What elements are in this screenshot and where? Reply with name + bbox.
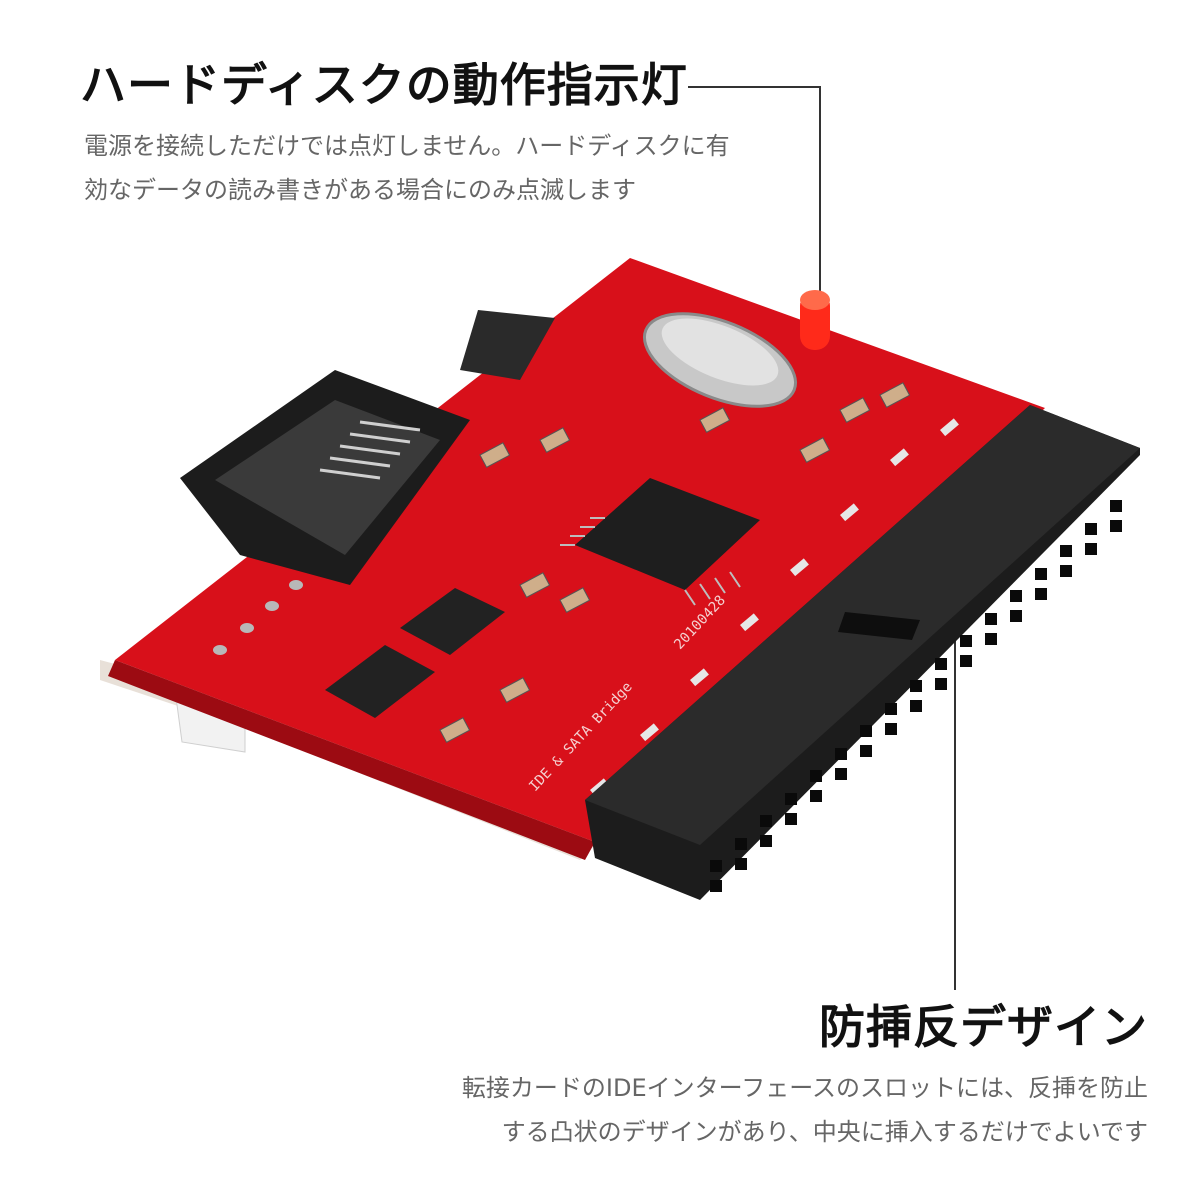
voltage-regulator-2 <box>325 645 435 718</box>
power-pins <box>213 580 303 655</box>
anti-reverse-description: 転接カードのIDEインターフェースのスロットには、反挿を防止 する凸状のデザイン… <box>462 1066 1148 1154</box>
smd-components <box>439 382 911 744</box>
activity-led <box>800 290 830 350</box>
ide-connector <box>585 405 1140 900</box>
sata-connector <box>180 310 555 585</box>
ide-key-notch <box>838 612 920 640</box>
anti-reverse-description-line-1: 転接カードのIDEインターフェースのスロットには、反挿を防止 <box>461 1074 1148 1102</box>
led-indicator-title: ハードディスクの動作指示灯 <box>80 58 688 112</box>
voltage-regulator <box>400 588 505 655</box>
crystal-oscillator <box>642 312 798 408</box>
anti-reverse-title: 防挿反デザイン <box>819 1000 1148 1054</box>
ide-pin-holes <box>710 500 1122 892</box>
led-description-line-2: 効なデータの読み書きがある場合にのみ点滅します <box>84 176 636 204</box>
controller-chip <box>560 478 760 606</box>
led-description-line-1: 電源を接続しただけでは点灯しません。ハードディスクに有 <box>84 132 730 160</box>
pcb-edge <box>108 660 595 860</box>
led-indicator-description: 電源を接続しただけでは点灯しません。ハードディスクに有 効なデータの読み書きがあ… <box>84 124 730 212</box>
led-callout-line <box>688 86 821 295</box>
anti-reverse-description-line-2: する凸状のデザインがあり、中央に挿入するだけでよいです <box>501 1118 1148 1146</box>
